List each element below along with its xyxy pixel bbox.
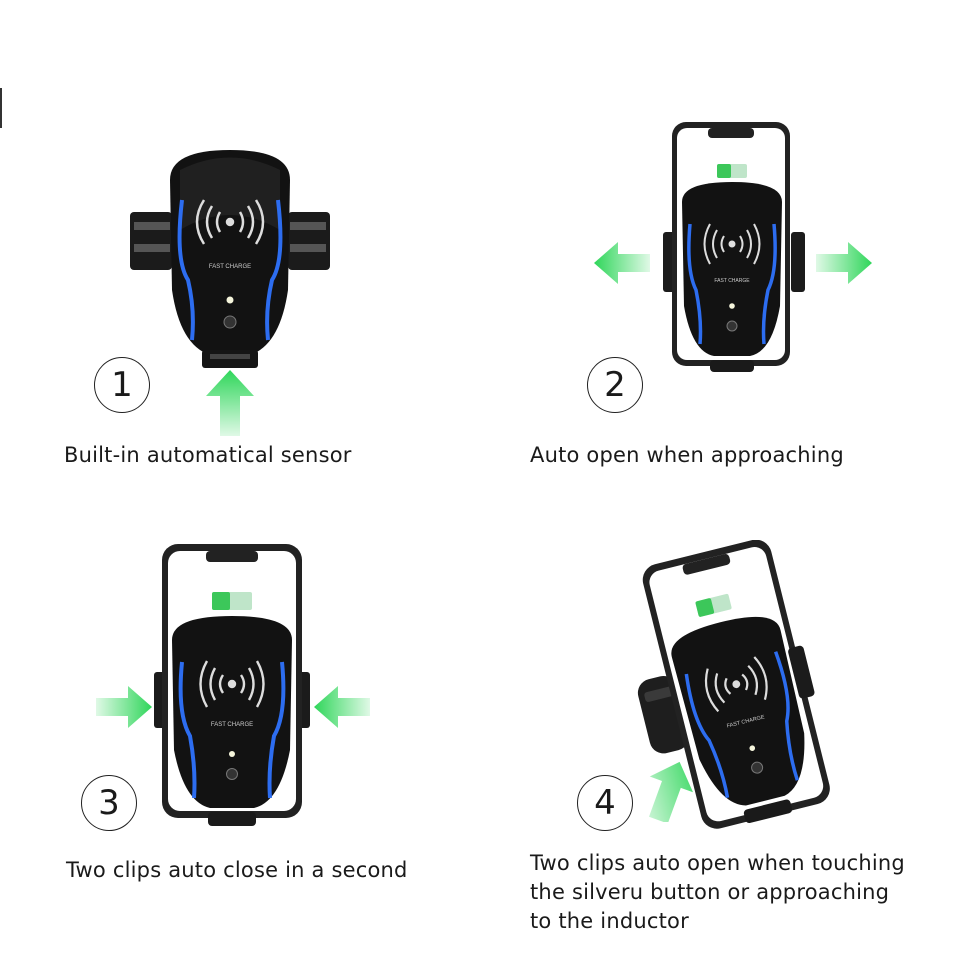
sensor-button [726,320,738,332]
step-number-2: 2 [587,357,643,413]
wireless-icon [704,656,768,713]
wireless-icon [703,223,761,265]
arrow-right-icon [96,686,152,728]
charger-body [671,616,805,806]
right-clip [791,232,805,292]
device-label: FAST CHARGE [209,264,251,270]
device-label: FAST CHARGE [714,278,750,284]
edge-mark [0,88,2,128]
wireless-icon [199,660,265,708]
phone-notch [708,128,754,138]
step-caption-2: Auto open when approaching [530,443,844,467]
step-caption-1: Built-in automatical sensor [64,443,352,467]
device-label: FAST CHARGE [211,722,253,728]
led-indicator [729,303,735,309]
led-indicator [749,745,756,752]
step-number-1: 1 [94,357,150,413]
arrow-left-icon [594,242,650,284]
step-number-4: 4 [577,775,633,831]
step2-illustration: FAST CHARGE [663,122,805,372]
battery-icon [695,593,732,617]
led-indicator [226,296,234,304]
battery-icon [717,164,747,178]
arrow-up-right-icon [649,761,694,822]
left-clip [130,212,172,270]
led-indicator [229,751,235,757]
step-caption-4: Two clips auto open when touching the si… [530,851,905,933]
sensor-button [751,761,764,774]
blue-line-right [265,199,283,341]
sensor-button [226,768,238,780]
step1-illustration: FAST CHARGE [130,150,330,368]
step3-illustration: FAST CHARGE [154,544,310,826]
phone-notch [206,551,258,562]
step-number-3: 3 [81,775,137,831]
charger-body [682,182,782,356]
charger-body [172,616,292,808]
wireless-icon [195,199,265,245]
arrow-up-icon [206,370,254,436]
arrow-right-icon [816,242,872,284]
battery-icon [212,592,252,610]
step4-illustration: FAST CHARGE [637,540,830,829]
right-clip [788,645,815,699]
right-clip [288,212,330,270]
sensor-button [223,315,237,329]
phone-notch [682,554,731,575]
step-caption-3: Two clips auto close in a second [66,858,408,882]
arrow-left-icon [314,686,370,728]
blue-line-left [177,199,195,341]
